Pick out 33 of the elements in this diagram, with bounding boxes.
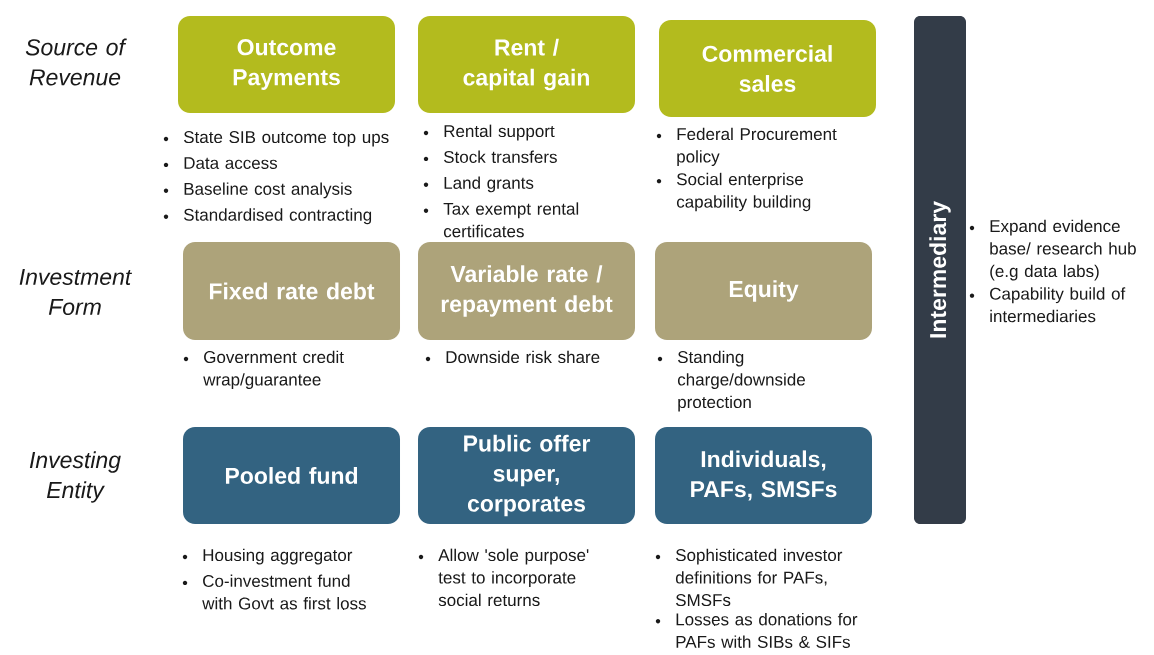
bullet-item: Losses as donations for PAFs with SIBs & SIFs: [655, 612, 858, 648]
bullet-item: Government credit wrap/guarantee: [183, 350, 344, 389]
category-box: Individuals, PAFs, SMSFs: [655, 427, 872, 524]
bullet-item: Baseline cost analysis: [163, 182, 352, 199]
row-heading: Investing Entity: [29, 451, 121, 503]
label-bar: Intermediary: [914, 16, 966, 524]
row-heading: Investment Form: [19, 268, 133, 315]
bullet-item: Land grants: [423, 176, 534, 193]
bullet-item: Standardised contracting: [163, 208, 372, 225]
row-heading: Source of Revenue: [25, 38, 127, 86]
bullet-item: Social enterprise capability building: [656, 172, 811, 212]
bullet-item: Sophisticated investor definitions for PAFs, SMSFs: [655, 548, 843, 607]
category-box: Variable rate / repayment debt: [418, 242, 635, 340]
category-box: Commercial sales: [659, 20, 876, 117]
bullet-item: Downside risk share: [425, 350, 600, 364]
bullet-item: Allow 'sole purpose' test to incorporate social returns: [418, 548, 589, 607]
category-box: Pooled fund: [183, 427, 400, 524]
bullet-item: Data access: [163, 157, 278, 169]
bullet-item: Expand evidence base/ research hub (e.g data labs): [969, 219, 1136, 281]
category-box: Outcome Payments: [178, 16, 395, 113]
category-box: Public offer super, corporates: [418, 427, 635, 524]
bullet-item: Co-investment fund with Govt as first loss: [182, 574, 366, 610]
category-box: Rent / capital gain: [418, 16, 635, 113]
bullet-item: Tax exempt rental certificates: [423, 202, 579, 238]
bullet-item: Federal Procurement policy: [656, 127, 837, 166]
bullet-item: Standing charge/downside protection: [657, 350, 805, 412]
bullet-item: Housing aggregator: [182, 548, 353, 565]
category-box: Fixed rate debt: [183, 242, 400, 340]
bullet-item: Capability build of intermediaries: [969, 287, 1126, 323]
bullet-item: Stock transfers: [423, 150, 557, 163]
bullet-item: Rental support: [423, 124, 555, 141]
category-box: Equity: [655, 242, 872, 340]
bullet-item: State SIB outcome top ups: [163, 131, 389, 147]
